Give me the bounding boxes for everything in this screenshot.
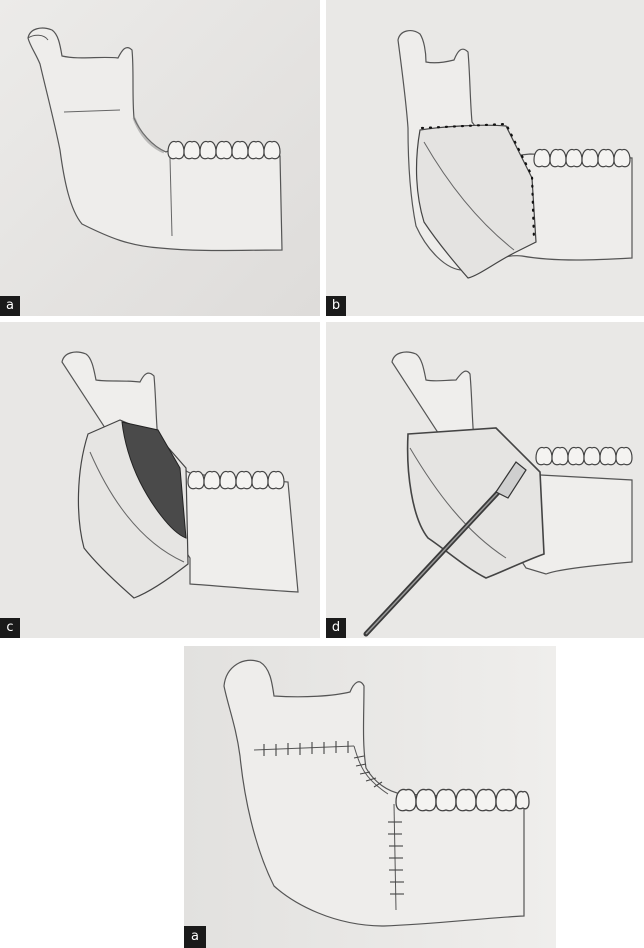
panel-d: d <box>326 322 644 638</box>
mandible-drawing-e <box>184 646 556 948</box>
mandible-drawing-d <box>326 322 644 638</box>
panel-e: a <box>184 646 556 948</box>
mandible-drawing-a <box>0 0 320 316</box>
panel-label-b: b <box>326 296 346 316</box>
panel-label-c: c <box>0 618 20 638</box>
panel-a: a <box>0 0 320 316</box>
panel-label-e: a <box>184 926 206 948</box>
mandible-drawing-b <box>326 0 644 316</box>
panel-c: c <box>0 322 320 638</box>
panel-b: b <box>326 0 644 316</box>
panel-label-d: d <box>326 618 346 638</box>
panel-label-a: a <box>0 296 20 316</box>
mandible-drawing-c <box>0 322 320 638</box>
